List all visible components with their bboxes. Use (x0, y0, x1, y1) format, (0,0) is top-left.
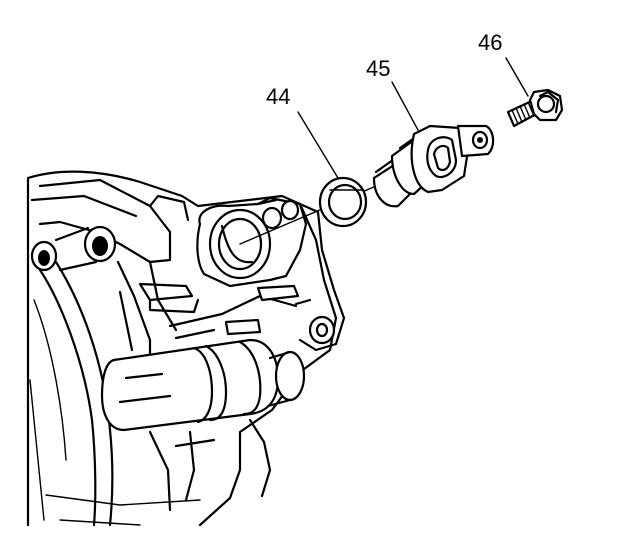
housing-assembly (26, 170, 346, 527)
sensor (372, 124, 495, 208)
callout-46: 46 (478, 30, 502, 55)
callout-44: 44 (266, 84, 290, 109)
bolt (506, 88, 564, 128)
leader-45 (391, 81, 419, 131)
housing-outline (26, 170, 338, 527)
o-ring-seal (318, 176, 368, 228)
leader-44 (297, 111, 339, 179)
leader-46 (505, 57, 529, 97)
callout-45: 45 (366, 56, 390, 81)
